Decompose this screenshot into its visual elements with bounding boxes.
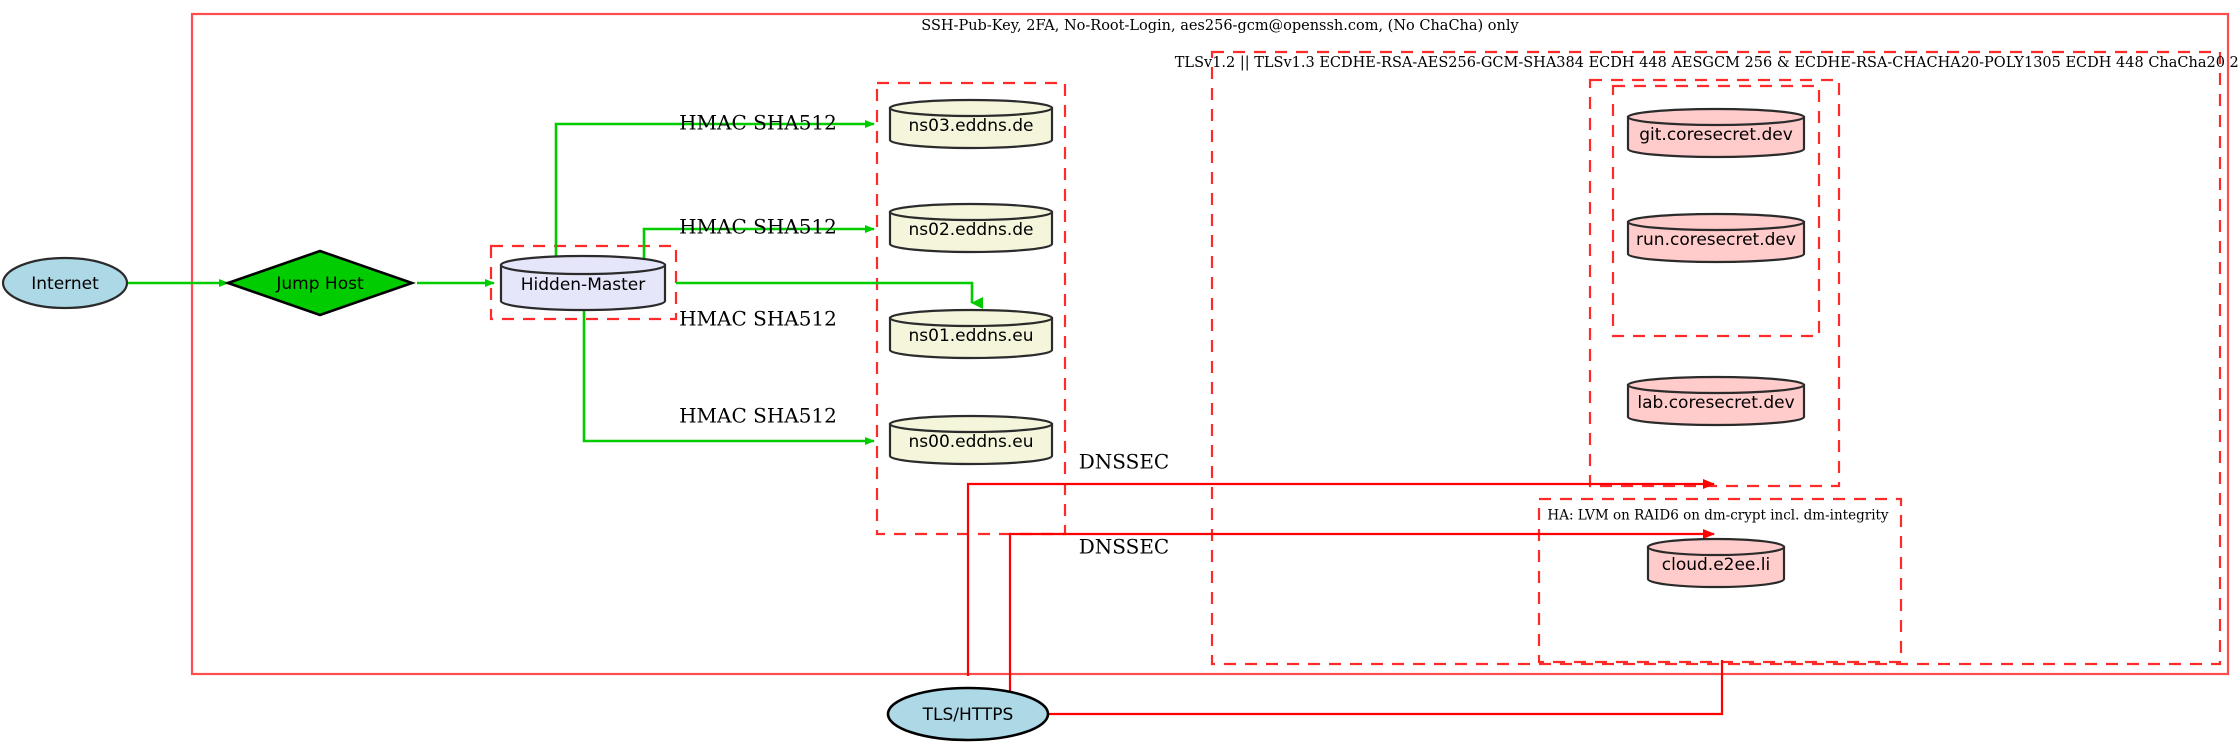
node-git-coresecret[interactable]: git.coresecret.dev: [1626, 107, 1806, 159]
node-ns02-label: ns02.eddns.de: [909, 220, 1034, 240]
cluster-tls-border: [1210, 50, 2222, 666]
node-run-coresecret-label: run.coresecret.dev: [1636, 230, 1796, 250]
edge-label-hmac-ns03: HMAC SHA512: [679, 111, 837, 135]
edge-label-dnssec-lower: DNSSEC: [1079, 535, 1170, 559]
cluster-ha-label: HA: LVM on RAID6 on dm-crypt incl. dm-in…: [1547, 508, 1889, 524]
node-tls-https[interactable]: TLS/HTTPS: [886, 686, 1050, 742]
edge-label-hmac-ns02: HMAC SHA512: [679, 215, 837, 239]
cluster-inner-border: [1611, 84, 1821, 338]
node-tls-https-label: TLS/HTTPS: [922, 705, 1014, 725]
cluster-ssh-label: SSH-Pub-Key, 2FA, No-Root-Login, aes256-…: [921, 18, 1519, 34]
node-ns00-label: ns00.eddns.eu: [909, 432, 1034, 452]
edge-master-ns00: [582, 303, 875, 445]
node-cloud-e2ee[interactable]: cloud.e2ee.li: [1646, 537, 1786, 589]
edge-master-ns02: [642, 225, 875, 264]
edge-label-dnssec-upper: DNSSEC: [1079, 450, 1170, 474]
edge-dnssec-lower: [1008, 529, 1715, 714]
node-ns01-label: ns01.eddns.eu: [909, 326, 1034, 346]
node-lab-coresecret[interactable]: lab.coresecret.dev: [1626, 375, 1806, 427]
edge-master-ns01: [676, 281, 983, 309]
node-lab-coresecret-label: lab.coresecret.dev: [1637, 393, 1794, 413]
cluster-ha-border: [1537, 497, 1903, 664]
node-ns02[interactable]: ns02.eddns.de: [888, 202, 1054, 254]
cluster-dns-border: [875, 81, 1067, 536]
node-git-coresecret-label: git.coresecret.dev: [1639, 125, 1793, 145]
edge-master-ns03: [554, 120, 875, 264]
node-ns00[interactable]: ns00.eddns.eu: [888, 414, 1054, 466]
edge-label-hmac-ns01: HMAC SHA512: [679, 307, 837, 331]
node-internet[interactable]: Internet: [1, 256, 129, 310]
node-internet-label: Internet: [31, 274, 99, 294]
node-ns03-label: ns03.eddns.de: [909, 116, 1034, 136]
cluster-tls-label: TLSv1.2 || TLSv1.3 ECDHE-RSA-AES256-GCM-…: [1175, 55, 2240, 71]
node-jump-host[interactable]: Jump Host: [224, 249, 416, 317]
edge-label-hmac-ns00: HMAC SHA512: [679, 404, 837, 428]
node-cloud-e2ee-label: cloud.e2ee.li: [1662, 555, 1770, 575]
node-hidden-master-label: Hidden-Master: [521, 275, 646, 295]
edge-tlshttps-right: [1048, 660, 1724, 716]
node-jump-host-label: Jump Host: [275, 274, 364, 294]
node-run-coresecret[interactable]: run.coresecret.dev: [1626, 212, 1806, 264]
node-ns01[interactable]: ns01.eddns.eu: [888, 308, 1054, 360]
edge-dnssec-upper: [966, 479, 1715, 640]
node-hidden-master[interactable]: Hidden-Master: [499, 254, 667, 312]
cluster-ssh-border: [190, 12, 2230, 676]
node-ns03[interactable]: ns03.eddns.de: [888, 98, 1054, 150]
